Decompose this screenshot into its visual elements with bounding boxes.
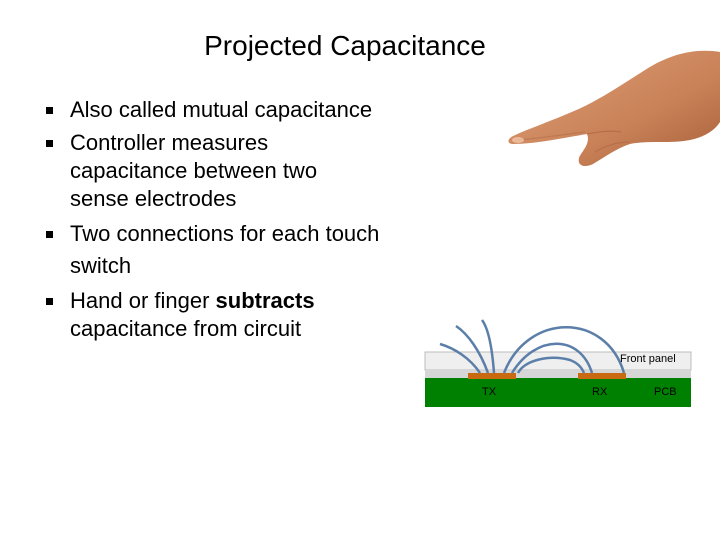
bullet-text: Two connections for each touch switch — [70, 221, 380, 278]
pcb-board — [425, 378, 691, 407]
panel-layer — [425, 370, 691, 378]
rx-label: RX — [592, 386, 608, 398]
bullet-square-icon — [46, 140, 53, 147]
bullet-square-icon — [46, 298, 53, 305]
bullet-item: Controller measures capacitance between … — [40, 129, 380, 213]
bullet-item: Also called mutual capacitance — [40, 96, 380, 124]
bullet-square-icon — [46, 107, 53, 114]
front-panel-label: Front panel — [620, 353, 676, 365]
pcb-label: PCB — [654, 386, 677, 398]
field-lines — [439, 319, 626, 374]
tx-electrode — [468, 373, 516, 379]
rx-electrode — [578, 373, 626, 379]
tx-label: TX — [482, 386, 497, 398]
capacitance-diagram: Front panel TX RX PCB — [424, 319, 692, 407]
bullet-item: Two connections for each touch switch — [40, 218, 380, 282]
bullet-text: Controller measures capacitance between … — [70, 130, 318, 211]
bullet-square-icon — [46, 231, 53, 238]
bullet-text-bold: subtracts — [215, 288, 315, 313]
bullet-item: Hand or finger subtracts capacitance fro… — [40, 287, 380, 343]
bullet-text: Also called mutual capacitance — [70, 97, 373, 122]
slide-title: Projected Capacitance — [204, 30, 486, 61]
pointing-hand-icon — [508, 50, 720, 166]
bullet-text-part: capacitance from circuit — [70, 316, 302, 341]
bullet-list: Also called mutual capacitance Controlle… — [40, 96, 380, 348]
bullet-text-part: Hand or finger — [70, 288, 216, 313]
